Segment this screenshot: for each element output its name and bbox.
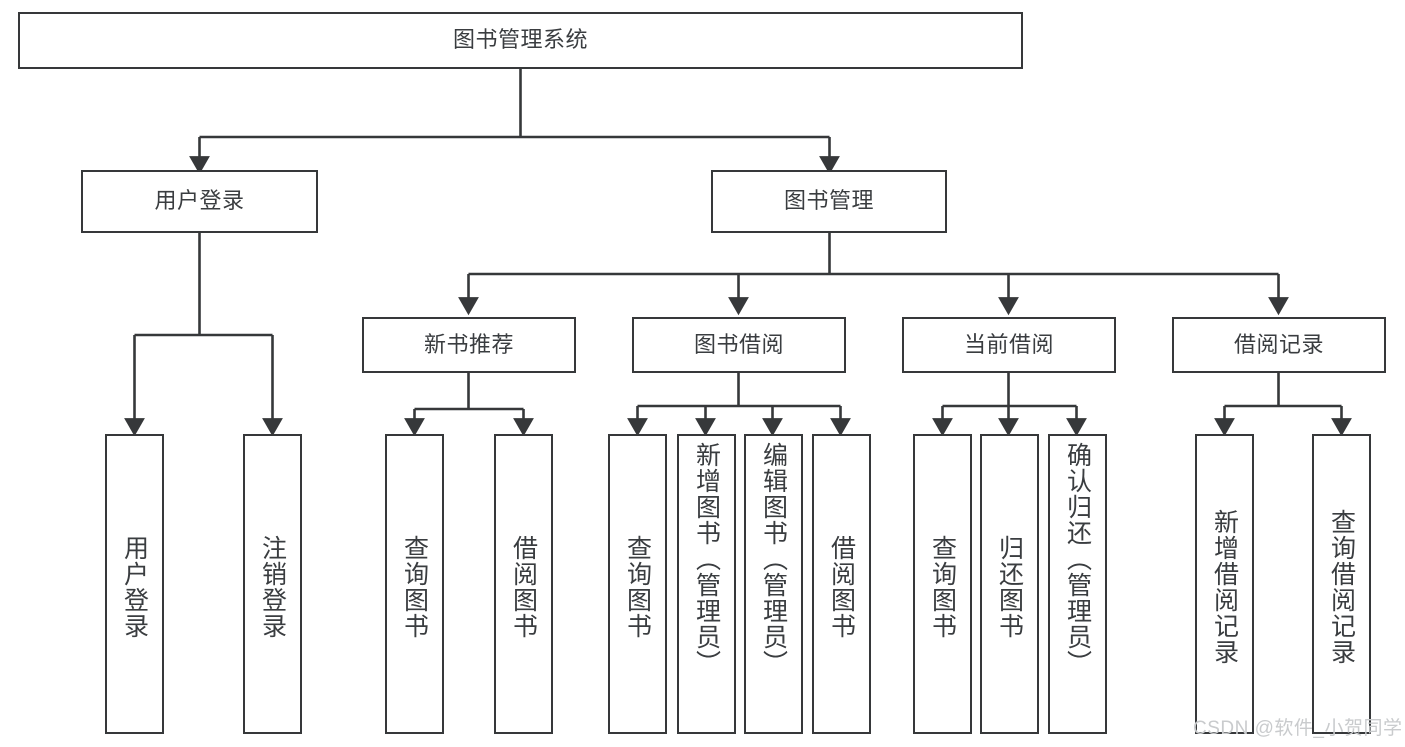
node-new-book-recommend[interactable]: 新书推荐: [362, 317, 576, 373]
leaf-borrow-record-add[interactable]: 新增借阅记录: [1195, 434, 1254, 734]
leaf-current-borrow-return[interactable]: 归还图书: [980, 434, 1039, 734]
node-user-login[interactable]: 用户登录: [81, 170, 318, 233]
leaf-book-borrow-edit[interactable]: 编辑图书（管理员）: [744, 434, 803, 734]
node-root-system[interactable]: 图书管理系统: [18, 12, 1023, 69]
node-book-borrow[interactable]: 图书借阅: [632, 317, 846, 373]
leaf-book-borrow-add[interactable]: 新增图书（管理员）: [677, 434, 736, 734]
leaf-book-borrow-borrow[interactable]: 借阅图书: [812, 434, 871, 734]
leaf-current-borrow-confirm-return[interactable]: 确认归还（管理员）: [1048, 434, 1107, 734]
node-borrow-record[interactable]: 借阅记录: [1172, 317, 1386, 373]
node-current-borrow[interactable]: 当前借阅: [902, 317, 1116, 373]
leaf-user-login-logout[interactable]: 注销登录: [243, 434, 302, 734]
node-book-management[interactable]: 图书管理: [711, 170, 947, 233]
leaf-user-login-login[interactable]: 用户登录: [105, 434, 164, 734]
leaf-borrow-record-query[interactable]: 查询借阅记录: [1312, 434, 1371, 734]
leaf-new-book-borrow[interactable]: 借阅图书: [494, 434, 553, 734]
csdn-watermark: CSDN @软件_小贺同学: [1193, 718, 1403, 739]
leaf-book-borrow-query[interactable]: 查询图书: [608, 434, 667, 734]
leaf-current-borrow-query[interactable]: 查询图书: [913, 434, 972, 734]
leaf-new-book-query[interactable]: 查询图书: [385, 434, 444, 734]
